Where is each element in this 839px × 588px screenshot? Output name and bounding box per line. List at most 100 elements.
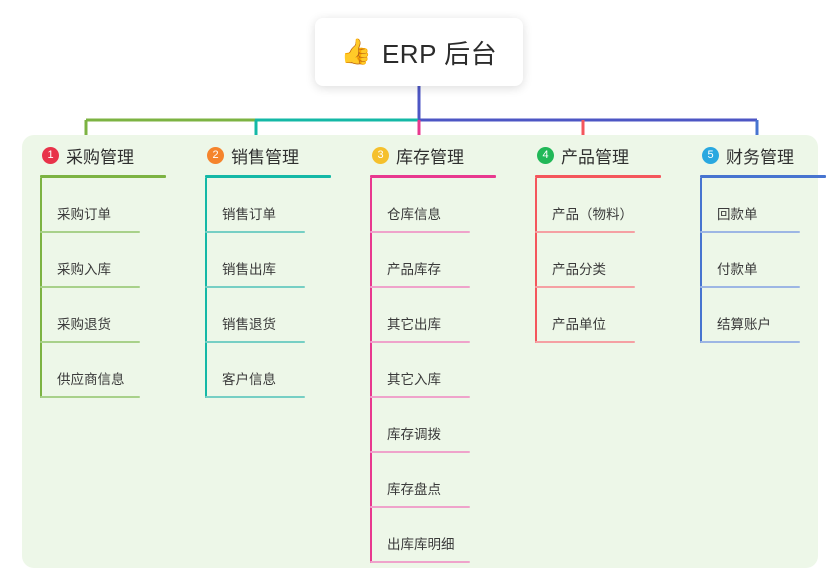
column-header-2[interactable]: 2 销售管理 [187, 135, 352, 175]
column-items-3: 仓库信息产品库存其它出库其它入库库存调拨库存盘点出库库明细 [352, 178, 517, 563]
column-badge-2: 2 [207, 146, 224, 164]
list-item-label: 回款单 [717, 207, 758, 222]
list-item-rule [40, 341, 140, 343]
list-item-label: 其它出库 [387, 317, 441, 332]
column-header-rule-4 [535, 175, 661, 178]
column-items-5: 回款单付款单结算账户 [682, 178, 832, 343]
column-spine-2 [205, 178, 207, 398]
list-item[interactable]: 出库库明细 [370, 508, 517, 563]
list-item[interactable]: 其它出库 [370, 288, 517, 343]
column-header-5[interactable]: 5 财务管理 [682, 135, 832, 175]
column-header-rule-5 [700, 175, 826, 178]
column-1: 1 采购管理采购订单采购入库采购退货供应商信息 [22, 135, 187, 568]
list-item-label: 供应商信息 [57, 372, 125, 387]
list-item[interactable]: 销售退货 [205, 288, 352, 343]
column-title-3: 库存管理 [396, 147, 464, 167]
list-item-rule [370, 506, 470, 508]
list-item-rule [370, 286, 470, 288]
list-item[interactable]: 库存调拨 [370, 398, 517, 453]
column-3: 3 库存管理仓库信息产品库存其它出库其它入库库存调拨库存盘点出库库明细 [352, 135, 517, 568]
column-items-4: 产品（物料） 产品分类产品单位 [517, 178, 682, 343]
list-item-rule [535, 286, 635, 288]
list-item[interactable]: 销售订单 [205, 178, 352, 233]
list-item-rule [205, 231, 305, 233]
list-item-label: 采购入库 [57, 262, 111, 277]
diagram-title-card: 👍 ERP 后台 [315, 18, 523, 86]
column-title-5: 财务管理 [726, 147, 794, 167]
column-badge-1: 1 [42, 146, 59, 164]
column-header-rule-2 [205, 175, 331, 178]
list-item-label: 仓库信息 [387, 207, 441, 222]
list-item[interactable]: 产品单位 [535, 288, 682, 343]
list-item-label: 采购退货 [57, 317, 111, 332]
column-header-rule-1 [40, 175, 166, 178]
column-items-1: 采购订单采购入库采购退货供应商信息 [22, 178, 187, 398]
list-item[interactable]: 销售出库 [205, 233, 352, 288]
column-title-1: 采购管理 [66, 147, 134, 167]
list-item[interactable]: 产品库存 [370, 233, 517, 288]
list-item[interactable]: 产品分类 [535, 233, 682, 288]
list-item-label: 采购订单 [57, 207, 111, 222]
list-item-label: 销售退货 [222, 317, 276, 332]
list-item[interactable]: 供应商信息 [40, 343, 187, 398]
column-header-1[interactable]: 1 采购管理 [22, 135, 187, 175]
list-item-rule [700, 231, 800, 233]
list-item-label: 销售出库 [222, 262, 276, 277]
list-item[interactable]: 客户信息 [205, 343, 352, 398]
list-item[interactable]: 其它入库 [370, 343, 517, 398]
list-item-rule [205, 396, 305, 398]
list-item-label: 库存盘点 [387, 482, 441, 497]
list-item-label: 产品库存 [387, 262, 441, 277]
column-badge-5: 5 [702, 146, 719, 164]
list-item-rule [700, 286, 800, 288]
list-item-label: 出库库明细 [387, 537, 455, 552]
page-title: ERP 后台 [381, 38, 498, 69]
list-item-rule [40, 286, 140, 288]
column-title-2: 销售管理 [231, 147, 299, 167]
column-spine-3 [370, 178, 372, 563]
list-item-label: 结算账户 [717, 317, 771, 332]
list-item-rule [370, 451, 470, 453]
list-item-label: 产品（物料） [552, 207, 633, 222]
list-item[interactable]: 仓库信息 [370, 178, 517, 233]
column-badge-3: 3 [372, 146, 389, 164]
column-4: 4 产品管理产品（物料） 产品分类产品单位 [517, 135, 682, 568]
list-item-label: 销售订单 [222, 207, 276, 222]
columns-panel [22, 135, 818, 568]
list-item[interactable]: 回款单 [700, 178, 832, 233]
list-item-label: 客户信息 [222, 372, 276, 387]
list-item[interactable]: 结算账户 [700, 288, 832, 343]
list-item-rule [535, 231, 635, 233]
list-item[interactable]: 付款单 [700, 233, 832, 288]
column-badge-4: 4 [537, 146, 554, 164]
column-2: 2 销售管理销售订单销售出库销售退货客户信息 [187, 135, 352, 568]
list-item[interactable]: 产品（物料） [535, 178, 682, 233]
list-item[interactable]: 采购入库 [40, 233, 187, 288]
list-item-rule [370, 561, 470, 563]
list-item-label: 产品单位 [552, 317, 606, 332]
list-item[interactable]: 采购退货 [40, 288, 187, 343]
list-item-rule [535, 341, 635, 343]
list-item-rule [370, 396, 470, 398]
list-item-rule [370, 341, 470, 343]
list-item-rule [40, 396, 140, 398]
list-item[interactable]: 库存盘点 [370, 453, 517, 508]
list-item-rule [370, 231, 470, 233]
thumbs-up-icon: 👍 [340, 37, 372, 66]
column-5: 5 财务管理回款单付款单结算账户 [682, 135, 832, 568]
list-item-rule [40, 231, 140, 233]
column-header-4[interactable]: 4 产品管理 [517, 135, 682, 175]
list-item-rule [700, 341, 800, 343]
list-item-rule [205, 286, 305, 288]
columns-container: 1 采购管理采购订单采购入库采购退货供应商信息 2 销售管理销售订单销售出库销售退货客… [22, 135, 826, 568]
column-title-4: 产品管理 [561, 147, 629, 167]
list-item[interactable]: 采购订单 [40, 178, 187, 233]
column-items-2: 销售订单销售出库销售退货客户信息 [187, 178, 352, 398]
column-header-rule-3 [370, 175, 496, 178]
column-spine-4 [535, 178, 537, 343]
list-item-label: 库存调拨 [387, 427, 441, 442]
column-spine-5 [700, 178, 702, 343]
column-header-3[interactable]: 3 库存管理 [352, 135, 517, 175]
list-item-label: 其它入库 [387, 372, 441, 387]
